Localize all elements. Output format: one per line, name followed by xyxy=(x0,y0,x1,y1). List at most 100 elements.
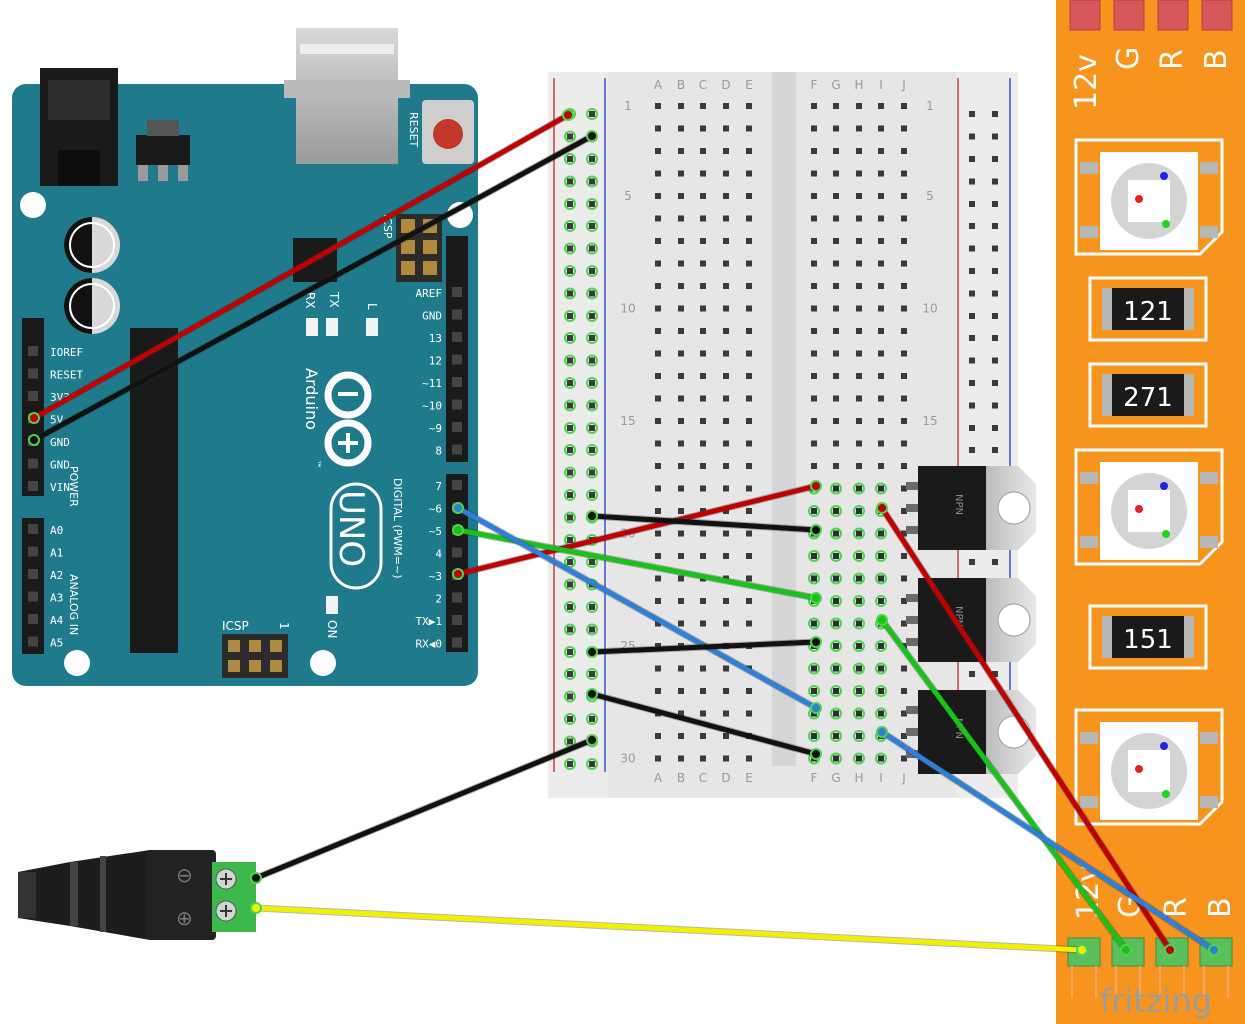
breadboard-hole[interactable] xyxy=(746,215,752,222)
rail-hole[interactable] xyxy=(567,178,573,185)
breadboard-hole[interactable] xyxy=(878,530,884,537)
breadboard-hole[interactable] xyxy=(811,440,817,447)
breadboard-hole[interactable] xyxy=(878,688,884,694)
jumper-wire[interactable] xyxy=(455,483,819,577)
rail-hole[interactable] xyxy=(567,133,573,140)
breadboard-hole[interactable] xyxy=(856,665,862,672)
breadboard-hole[interactable] xyxy=(655,373,661,379)
breadboard-hole[interactable] xyxy=(833,643,839,649)
breadboard-hole[interactable] xyxy=(678,440,684,447)
rail-hole[interactable] xyxy=(589,559,595,565)
header-pin[interactable] xyxy=(452,547,462,558)
rail-hole[interactable] xyxy=(589,313,595,319)
breadboard-hole[interactable] xyxy=(878,283,884,289)
header-pin[interactable] xyxy=(452,444,462,455)
breadboard-hole[interactable] xyxy=(678,508,684,514)
breadboard-hole[interactable] xyxy=(700,665,706,672)
header-pin[interactable] xyxy=(452,354,462,365)
breadboard-hole[interactable] xyxy=(856,148,862,154)
breadboard-hole[interactable] xyxy=(878,643,884,649)
rail-hole[interactable] xyxy=(567,581,573,588)
breadboard-hole[interactable] xyxy=(655,193,661,199)
breadboard-hole[interactable] xyxy=(856,103,862,109)
breadboard-hole[interactable] xyxy=(833,733,839,739)
rail-hole[interactable] xyxy=(969,268,975,274)
rail-hole[interactable] xyxy=(567,738,573,745)
breadboard-hole[interactable] xyxy=(811,395,817,402)
breadboard-hole[interactable] xyxy=(700,170,706,177)
breadboard-hole[interactable] xyxy=(901,215,907,222)
breadboard-hole[interactable] xyxy=(700,733,706,739)
rail-hole[interactable] xyxy=(969,559,975,565)
breadboard-hole[interactable] xyxy=(833,395,839,402)
breadboard-hole[interactable] xyxy=(878,193,884,199)
breadboard-hole[interactable] xyxy=(655,148,661,154)
breadboard-hole[interactable] xyxy=(655,575,661,582)
breadboard-hole[interactable] xyxy=(856,643,862,649)
rail-hole[interactable] xyxy=(589,223,595,229)
rail-hole[interactable] xyxy=(567,716,573,722)
breadboard-hole[interactable] xyxy=(678,148,684,154)
breadboard-hole[interactable] xyxy=(746,598,752,604)
breadboard-hole[interactable] xyxy=(746,395,752,402)
breadboard-hole[interactable] xyxy=(811,733,817,739)
breadboard-hole[interactable] xyxy=(901,193,907,199)
breadboard-hole[interactable] xyxy=(901,530,907,537)
breadboard-hole[interactable] xyxy=(723,283,729,289)
breadboard-hole[interactable] xyxy=(655,125,661,132)
breadboard-hole[interactable] xyxy=(901,170,907,177)
breadboard-hole[interactable] xyxy=(811,305,817,312)
breadboard-hole[interactable] xyxy=(746,688,752,694)
breadboard-hole[interactable] xyxy=(833,305,839,312)
rail-hole[interactable] xyxy=(969,425,975,431)
breadboard-hole[interactable] xyxy=(901,328,907,334)
breadboard-hole[interactable] xyxy=(746,238,752,244)
breadboard-hole[interactable] xyxy=(746,575,752,582)
header-pin[interactable] xyxy=(452,399,462,410)
breadboard-hole[interactable] xyxy=(811,350,817,357)
rail-hole[interactable] xyxy=(589,380,595,386)
breadboard-hole[interactable] xyxy=(655,755,661,762)
breadboard-hole[interactable] xyxy=(878,373,884,379)
breadboard-hole[interactable] xyxy=(746,350,752,357)
breadboard-hole[interactable] xyxy=(700,688,706,694)
breadboard-hole[interactable] xyxy=(723,215,729,222)
breadboard-hole[interactable] xyxy=(901,103,907,109)
breadboard-hole[interactable] xyxy=(655,283,661,289)
breadboard-hole[interactable] xyxy=(856,463,862,469)
rail-hole[interactable] xyxy=(992,201,998,207)
rail-hole[interactable] xyxy=(589,156,595,162)
breadboard-hole[interactable] xyxy=(700,755,706,762)
breadboard-hole[interactable] xyxy=(700,418,706,424)
breadboard-hole[interactable] xyxy=(833,553,839,559)
breadboard-hole[interactable] xyxy=(655,643,661,649)
breadboard-hole[interactable] xyxy=(723,328,729,334)
jumper-wire[interactable] xyxy=(589,513,819,533)
header-pin[interactable] xyxy=(28,346,38,356)
breadboard-hole[interactable] xyxy=(833,598,839,604)
breadboard-hole[interactable] xyxy=(811,125,817,132)
breadboard-hole[interactable] xyxy=(833,665,839,672)
breadboard-hole[interactable] xyxy=(746,508,752,514)
breadboard-hole[interactable] xyxy=(700,125,706,132)
breadboard-hole[interactable] xyxy=(678,665,684,672)
breadboard-hole[interactable] xyxy=(856,260,862,267)
breadboard-hole[interactable] xyxy=(678,620,684,627)
breadboard-hole[interactable] xyxy=(856,553,862,559)
breadboard-hole[interactable] xyxy=(856,305,862,312)
rail-hole[interactable] xyxy=(589,761,595,767)
breadboard-hole[interactable] xyxy=(723,260,729,267)
breadboard-hole[interactable] xyxy=(746,418,752,424)
rail-hole[interactable] xyxy=(992,335,998,341)
breadboard-hole[interactable] xyxy=(723,193,729,199)
breadboard-hole[interactable] xyxy=(723,733,729,739)
breadboard-hole[interactable] xyxy=(856,395,862,402)
breadboard-hole[interactable] xyxy=(811,508,817,514)
breadboard-hole[interactable] xyxy=(678,553,684,559)
breadboard-hole[interactable] xyxy=(811,193,817,199)
breadboard-hole[interactable] xyxy=(746,553,752,559)
rail-hole[interactable] xyxy=(567,492,573,498)
rail-hole[interactable] xyxy=(992,380,998,386)
breadboard-hole[interactable] xyxy=(901,395,907,402)
breadboard-hole[interactable] xyxy=(878,328,884,334)
